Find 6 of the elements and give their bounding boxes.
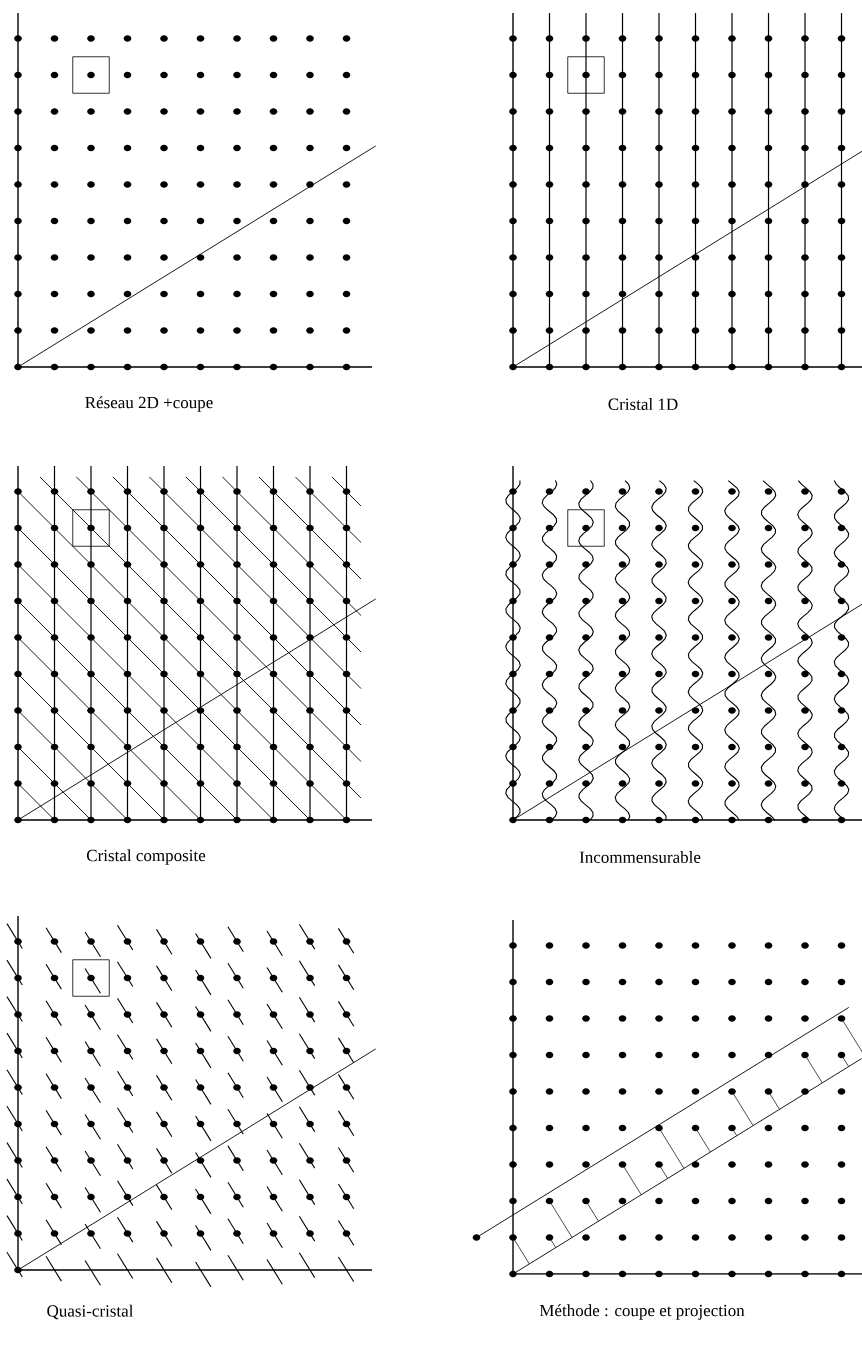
caption: Cristal composite	[86, 849, 206, 865]
caption: Méthode : coupe et projection	[539, 1304, 745, 1320]
caption: Quasi-cristal	[47, 1304, 134, 1320]
caption: Cristal 1D	[608, 398, 678, 410]
caption: Incommensurable	[579, 851, 701, 863]
caption: Réseau 2D +coupe	[85, 396, 213, 412]
